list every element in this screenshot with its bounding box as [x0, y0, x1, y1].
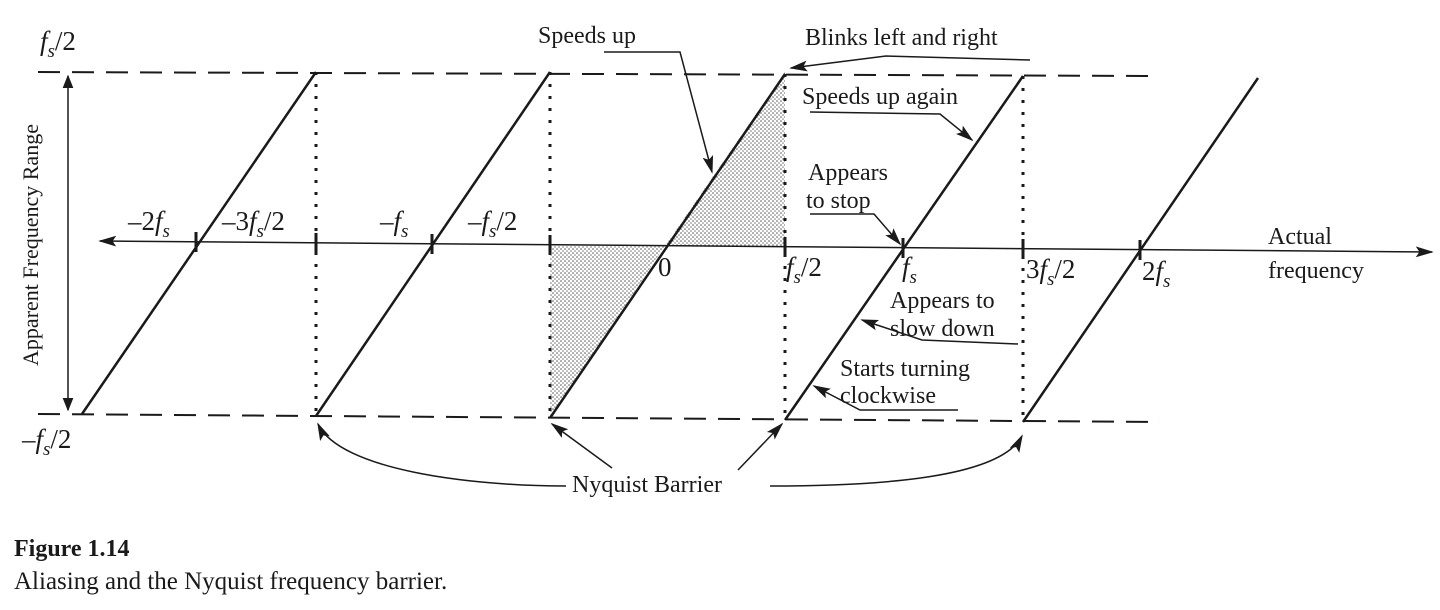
annotation-speeds-up-again: Speeds up again	[802, 84, 958, 110]
tick-label-minus-2fs: –2fs	[127, 206, 170, 242]
starts-turning-arrow	[812, 385, 958, 411]
frequency-axis	[98, 235, 1434, 258]
upper-bound-line	[37, 71, 1161, 77]
annotation-blinks: Blinks left and right	[805, 25, 998, 51]
speeds-up-again-arrow	[809, 111, 974, 142]
figure-caption-title: Figure 1.14	[14, 536, 130, 562]
annotation-arrows	[317, 51, 1031, 487]
annotation-slow-line1: Appears to	[890, 288, 995, 314]
annotation-turning-line2: clockwise	[840, 383, 936, 409]
tick-label-fs2: fs/2	[786, 252, 822, 288]
lower-bound-line	[37, 413, 1161, 423]
annotation-speeds-up: Speeds up	[538, 23, 636, 49]
annotation-slow-line2: slow down	[890, 316, 995, 342]
tick-label-zero: 0	[658, 252, 672, 282]
nyquist-arrow-right	[737, 422, 784, 471]
diagram-canvas: Apparent Frequency Range fs/2 –fs/2 Actu…	[18, 23, 1434, 498]
alias-lines	[80, 71, 1260, 423]
figure-caption-text: Aliasing and the Nyquist frequency barri…	[14, 568, 448, 595]
aliasing-diagram: Apparent Frequency Range fs/2 –fs/2 Actu…	[18, 23, 1434, 498]
appears-to-stop-arrow	[810, 213, 902, 246]
tick-label-minus-fs: –fs	[379, 206, 408, 242]
tick-label-minus-fs2: –fs/2	[467, 206, 517, 242]
x-axis-label-line1: Actual	[1268, 224, 1332, 250]
blinks-arrow	[789, 55, 1031, 72]
speeds-up-arrow	[604, 51, 714, 174]
annotation-turning-line1: Starts turning	[840, 356, 970, 382]
tick-label-2fs: 2fs	[1142, 256, 1170, 292]
y-top-label: fs/2	[40, 26, 76, 62]
nyquist-verticals	[314, 72, 1025, 422]
annotation-appears-line2: to stop	[806, 188, 871, 214]
shaded-region-positive	[665, 72, 785, 246]
nyquist-arrow-left	[317, 422, 567, 487]
y-axis-label: Apparent Frequency Range	[18, 124, 43, 366]
tick-label-fs: fs	[902, 252, 917, 288]
y-bottom-label: –fs/2	[21, 424, 71, 460]
tick-label-3fs2: 3fs/2	[1026, 254, 1075, 290]
nyquist-arrow-far-right	[769, 434, 1023, 487]
annotation-appears-line1: Appears	[808, 160, 888, 186]
annotation-nyquist: Nyquist Barrier	[572, 472, 722, 498]
tick-label-minus-3fs2: –3fs/2	[221, 206, 285, 242]
x-axis-label-line2: frequency	[1268, 258, 1364, 284]
nyquist-arrow-mid	[550, 422, 613, 469]
appears-to-slow-arrow	[860, 319, 1019, 345]
axis-ticks	[194, 232, 1142, 260]
